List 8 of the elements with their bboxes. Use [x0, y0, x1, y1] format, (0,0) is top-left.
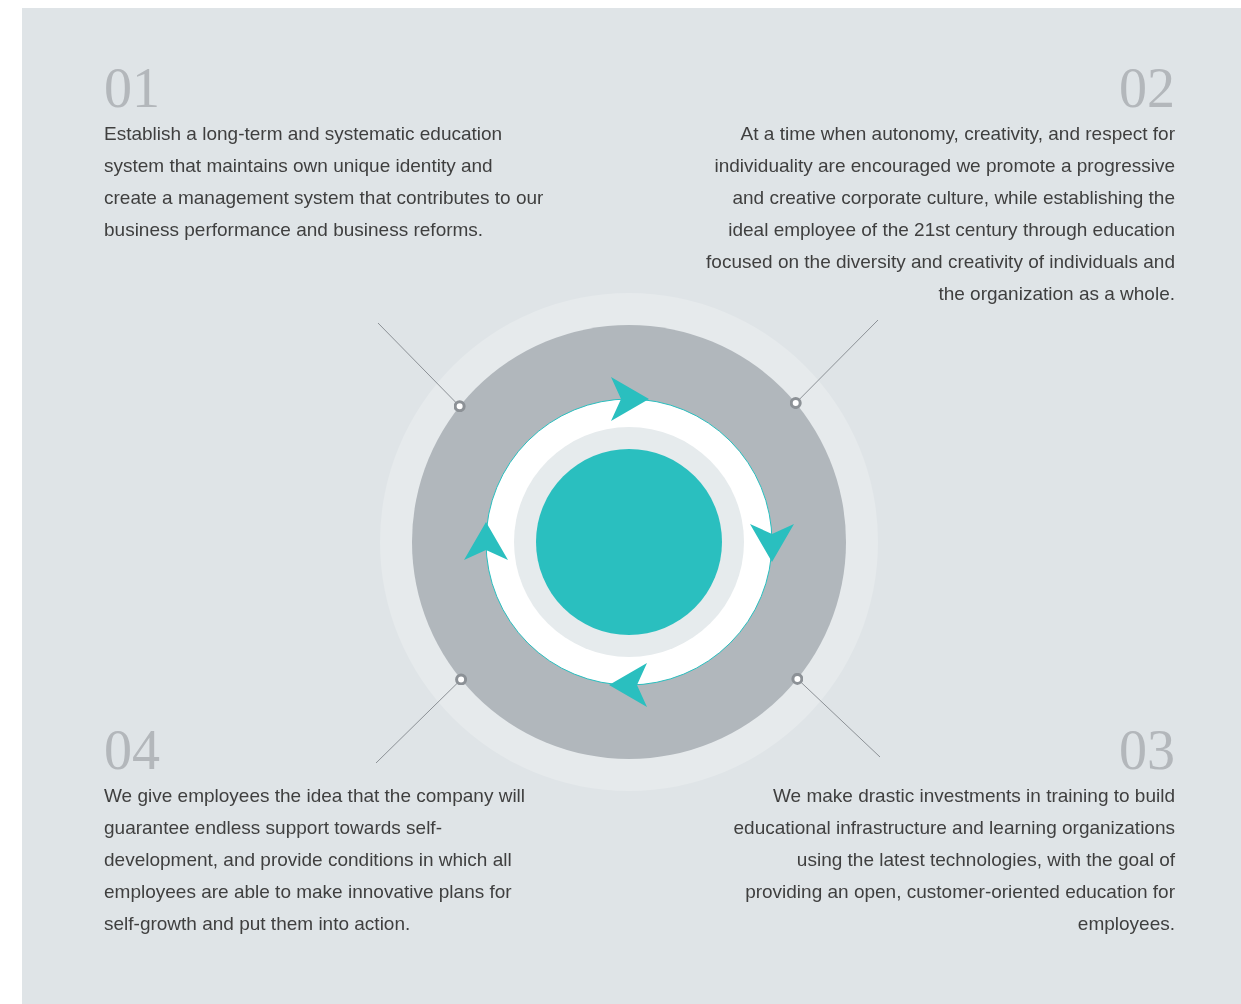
leader-line [377, 322, 466, 413]
step-description: We make drastic investments in training to build educational infrastructure and learning organizations using the latest technologies, with the goal of providing an open, customer-oriented education for employees. [732, 784, 1175, 936]
step-description: Establish a long-term and systematic education system that maintains own unique identity and create a management system that contributes to our business performance and business reforms. [104, 122, 544, 242]
step-description: At a time when autonomy, creativity, and respect for individuality are encouraged we promote a progressive and creative corporate culture, while establishing the ideal employee of the 21st century through education focused on the diversity and creativity of individuals and the organization as a whole. [705, 122, 1175, 306]
leader-line [375, 673, 468, 764]
leader-line [789, 319, 879, 410]
step-description: We give employees the idea that the company will guarantee endless support towards self-development, and provide conditions in which all employees are able to make innovative plans for self-growth and put them into action. [104, 784, 527, 936]
leader-line [791, 672, 881, 758]
